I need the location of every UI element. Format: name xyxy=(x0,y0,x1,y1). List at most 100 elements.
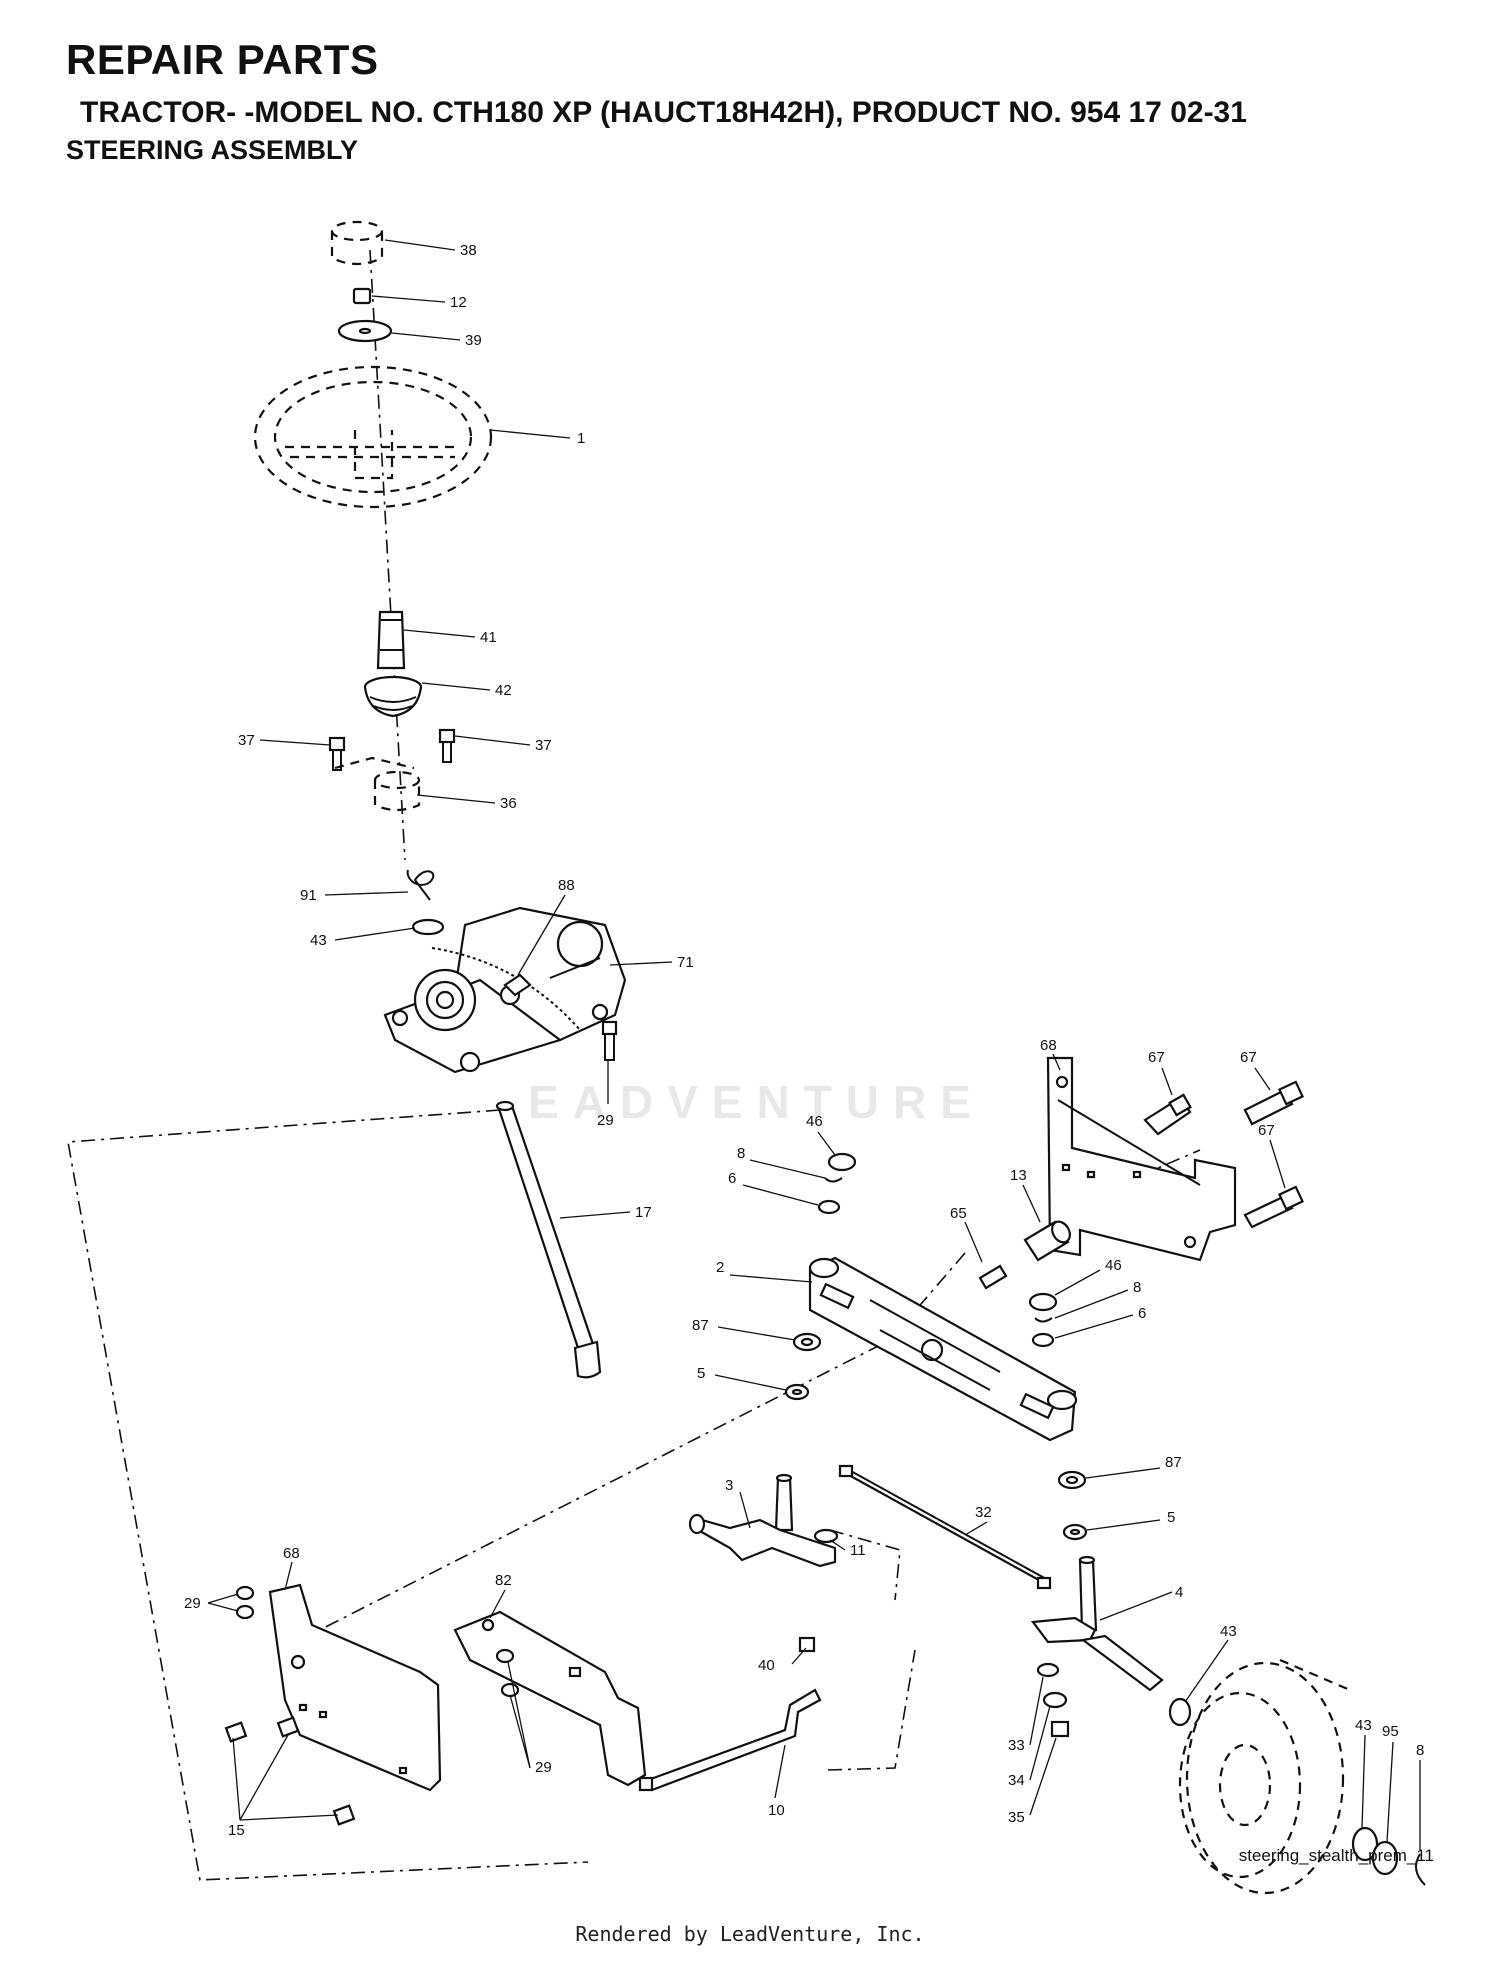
callout-label: 13 xyxy=(1010,1167,1027,1184)
callout-label: 8 xyxy=(1133,1279,1141,1296)
callout-label: 65 xyxy=(950,1205,967,1222)
callout-label: 5 xyxy=(1167,1509,1175,1526)
callout-label: 35 xyxy=(1008,1809,1025,1826)
callout-label: 34 xyxy=(1008,1772,1025,1789)
bolt-part xyxy=(235,1585,520,1698)
column-center-line xyxy=(369,249,406,861)
callout-label: 8 xyxy=(1416,1742,1424,1759)
callout-label: 82 xyxy=(495,1572,512,1589)
callout-label: 71 xyxy=(677,954,694,971)
callout-label: 39 xyxy=(465,332,482,349)
callout-label: 32 xyxy=(975,1504,992,1521)
callout-label: 3 xyxy=(725,1477,733,1494)
lock-nut-part xyxy=(813,1528,839,1544)
bolt-part xyxy=(328,736,346,771)
callout-label: 68 xyxy=(283,1545,300,1562)
leader-lines xyxy=(207,239,1421,1850)
bushing-part xyxy=(792,1332,822,1352)
column-bushing-part xyxy=(334,756,421,812)
callout-label: 29 xyxy=(184,1595,201,1612)
bracket-guide-line xyxy=(1059,1149,1201,1211)
callout-label: 17 xyxy=(635,1204,652,1221)
callout-label: 88 xyxy=(558,877,575,894)
shoulder-bolt-part xyxy=(503,973,532,997)
steering-adapter-part xyxy=(376,610,406,670)
bushing-part xyxy=(1057,1470,1087,1490)
callout-label: 67 xyxy=(1258,1122,1275,1139)
callout-label: 4 xyxy=(1175,1584,1183,1601)
retaining-ring-part xyxy=(1415,1853,1426,1886)
callout-labels: 38 12 39 1 41 42 37 37 36 91 88 43 71 29… xyxy=(184,242,1424,1839)
callout-label: 29 xyxy=(597,1112,614,1129)
bolt-part xyxy=(438,728,456,763)
callout-label: 67 xyxy=(1148,1049,1165,1066)
mounting-bracket-part xyxy=(268,1583,442,1792)
callout-label: 8 xyxy=(737,1145,745,1162)
retaining-ring-part xyxy=(1034,1317,1053,1323)
page-title: REPAIR PARTS xyxy=(66,36,379,83)
section-title: STEERING ASSEMBLY xyxy=(66,135,359,165)
washer-part xyxy=(817,1199,841,1215)
washer-part xyxy=(1031,1332,1055,1348)
callout-label: 10 xyxy=(768,1802,785,1819)
steering-gear-housing-part xyxy=(383,906,627,1074)
bolt-part xyxy=(601,1020,618,1061)
render-credit: Rendered by LeadVenture, Inc. xyxy=(575,1922,925,1946)
retaining-ring-part xyxy=(824,1177,843,1183)
lock-nut-part xyxy=(798,1636,816,1653)
hub-cap-part xyxy=(827,1152,857,1172)
model-subtitle: TRACTOR- -MODEL NO. CTH180 XP (HAUCT18H4… xyxy=(80,96,1247,129)
callout-label: 43 xyxy=(1220,1623,1237,1640)
callout-label: 43 xyxy=(310,932,327,949)
callout-label: 11 xyxy=(850,1542,866,1559)
pivot-pin-part xyxy=(978,1264,1008,1290)
callout-label: 91 xyxy=(300,887,317,904)
bearing-part xyxy=(1062,1523,1088,1541)
callout-label: 46 xyxy=(806,1113,823,1130)
washer-part xyxy=(1168,1697,1192,1727)
assembly-boundary-line xyxy=(67,1109,589,1881)
front-axle-part xyxy=(808,1256,1078,1442)
callout-label: 46 xyxy=(1105,1257,1122,1274)
callout-label: 43 xyxy=(1355,1717,1372,1734)
rod-guide-line xyxy=(827,1649,916,1771)
hex-nut-part xyxy=(352,287,372,305)
right-spindle-part xyxy=(1030,1555,1164,1692)
carriage-bolt-part xyxy=(1143,1093,1192,1136)
callout-label: 12 xyxy=(450,294,467,311)
callout-label: 33 xyxy=(1008,1737,1025,1754)
hub-cap-part xyxy=(1028,1292,1058,1312)
link-guide-line xyxy=(829,1529,901,1601)
carriage-bolt-part xyxy=(1243,1080,1304,1126)
axle-spacer-part xyxy=(1023,1220,1071,1262)
callout-label: 2 xyxy=(716,1259,724,1276)
callout-label: 87 xyxy=(692,1317,709,1334)
callout-label: 5 xyxy=(697,1365,705,1382)
steering-wheel-part xyxy=(253,365,493,509)
carriage-bolt-part xyxy=(1243,1185,1304,1229)
callout-label: 37 xyxy=(535,737,552,754)
front-wheel-part xyxy=(1178,1658,1351,1895)
steering-shaft-part xyxy=(495,1100,602,1379)
callout-label: 6 xyxy=(1138,1305,1146,1322)
spring-clip-part xyxy=(406,869,435,901)
callout-label: 87 xyxy=(1165,1454,1182,1471)
diagram-reference: steering_stealth_prem_11 xyxy=(1238,1846,1434,1865)
watermark: EADVENTURE xyxy=(528,1076,985,1128)
callout-label: 38 xyxy=(460,242,477,259)
axle-bracket-part xyxy=(1046,1056,1237,1262)
callout-label: 15 xyxy=(228,1822,245,1839)
washer-part xyxy=(1371,1840,1399,1876)
steering-boot-part xyxy=(363,675,423,718)
callout-label: 37 xyxy=(238,732,255,749)
tie-rod-part xyxy=(638,1688,822,1792)
left-spindle-part xyxy=(688,1473,837,1568)
hex-nut-part xyxy=(1050,1720,1070,1738)
callout-label: 1 xyxy=(577,430,585,447)
washer-part xyxy=(1351,1826,1379,1862)
steering-cap-part xyxy=(330,220,384,266)
drag-link-part xyxy=(838,1464,1052,1590)
washer-part xyxy=(411,918,445,936)
callout-label: 36 xyxy=(500,795,517,812)
